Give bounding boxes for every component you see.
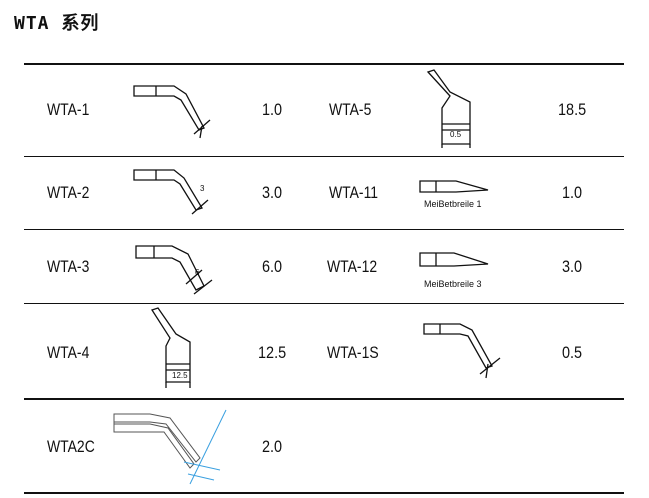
- table-row-value: 0.5: [562, 343, 583, 362]
- wta3-dimension-label: 6: [195, 268, 200, 277]
- table-row-name: WTA-5: [329, 100, 372, 119]
- table-row-name: WTA-12: [327, 257, 378, 276]
- table-row-name: WTA-1S: [327, 343, 379, 362]
- wta11-caption: MeiBetbreile 1: [424, 199, 482, 209]
- row-divider: [24, 156, 624, 157]
- table-top-rule: [24, 63, 624, 65]
- row-divider: [24, 229, 624, 230]
- wta5-dimension-label: 0.5: [450, 130, 462, 139]
- row-divider: [24, 398, 624, 400]
- table-row-name: WTA-11: [329, 183, 379, 202]
- table-row-value: 6.0: [262, 257, 283, 276]
- row-divider: [24, 303, 624, 304]
- wta2-dimension-label: 3: [200, 184, 205, 193]
- wta3-tip-drawing: [135, 245, 213, 295]
- table-row-name: WTA-3: [47, 257, 90, 276]
- table-row-value: 1.0: [262, 100, 283, 119]
- table-row-value: 1.0: [562, 183, 583, 202]
- wta12-caption: MeiBetbreile 3: [424, 279, 482, 289]
- table-row-value: 18.5: [558, 100, 587, 119]
- table-row-name: WTA-2: [47, 183, 90, 202]
- wta5-tip-drawing: [426, 69, 471, 148]
- table-row-value: 3.0: [562, 257, 583, 276]
- wta2-tip-drawing: [133, 169, 209, 215]
- table-row-name: WTA-4: [47, 343, 90, 362]
- wta4-tip-drawing: [151, 307, 191, 388]
- wta4-dimension-label: 12.5: [172, 371, 188, 380]
- wta2c-tweezer-drawing: [113, 409, 227, 485]
- table-bottom-rule: [24, 492, 624, 494]
- table-row-value: 3.0: [262, 183, 283, 202]
- table-row-value: 2.0: [262, 437, 283, 456]
- wta1s-tip-drawing: [423, 323, 501, 379]
- table-row-value: 12.5: [258, 343, 287, 362]
- wta1-tip-drawing: [133, 85, 211, 139]
- wta11-tip-drawing: [419, 180, 489, 193]
- table-row-name: WTA-1: [47, 100, 90, 119]
- page-title: WTA 系列: [14, 13, 100, 34]
- table-row-name: WTA2C: [47, 437, 95, 456]
- wta12-tip-drawing: [419, 252, 489, 267]
